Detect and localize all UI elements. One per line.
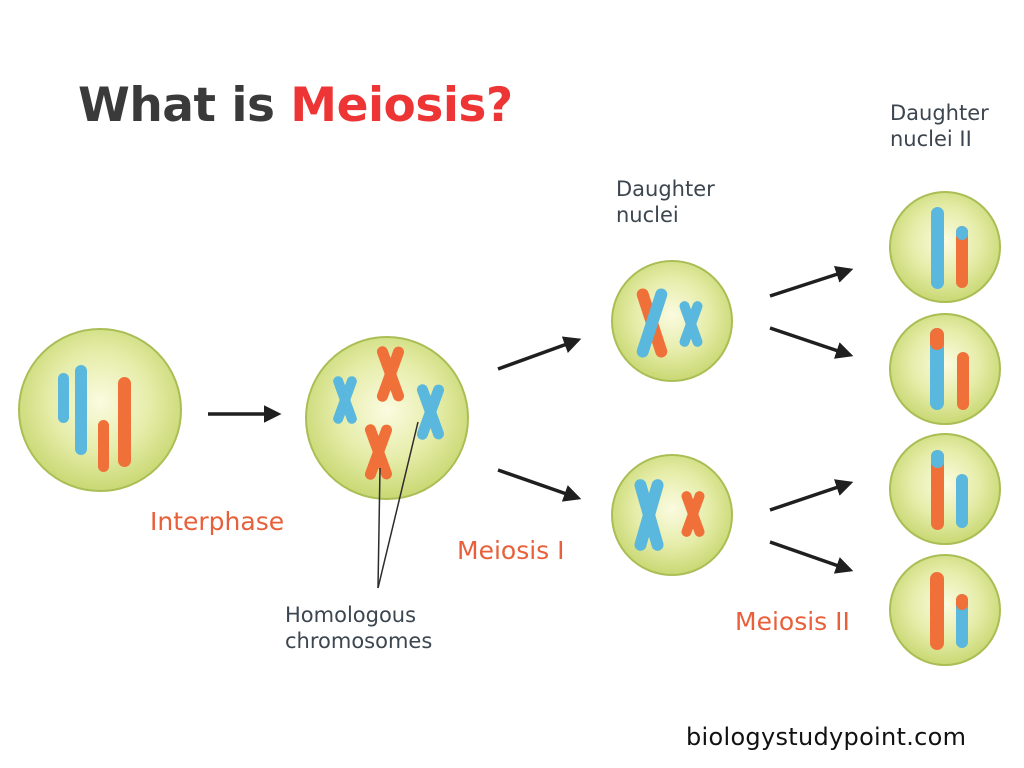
chromosome-orange (118, 377, 131, 467)
label-line: chromosomes (285, 628, 432, 654)
label-line: Homologous (285, 602, 432, 628)
arrow-down-right (770, 542, 850, 570)
arrow-down-right (770, 328, 850, 355)
cell-daughter-ii-1 (890, 192, 1000, 302)
label-meiosis-1: Meiosis I (457, 535, 565, 566)
chromosome-blue (75, 365, 87, 455)
label-line: nuclei (616, 202, 715, 228)
label-daughter-nuclei: Daughter nuclei (616, 176, 715, 229)
website-watermark: biologystudypoint.com (686, 722, 966, 752)
label-interphase: Interphase (150, 506, 284, 537)
cell-interphase (19, 329, 181, 491)
cell-daughter-bottom (612, 455, 732, 575)
label-line: Daughter (616, 176, 715, 202)
cell-daughter-ii-4 (890, 555, 1000, 665)
arrow-down-right (498, 470, 578, 498)
arrow-up-right (770, 270, 850, 296)
label-meiosis-2: Meiosis II (735, 606, 850, 637)
cell-daughter-top (612, 261, 732, 381)
cell-daughter-ii-2 (890, 314, 1000, 424)
label-line: nuclei II (890, 126, 989, 152)
cell-homologous (306, 337, 468, 499)
arrow-up-right (498, 340, 578, 369)
label-line: Daughter (890, 100, 989, 126)
arrow-up-right (770, 483, 850, 510)
chromosome-blue (58, 373, 69, 423)
chromosome-orange (98, 420, 109, 472)
label-homologous-chromosomes: Homologous chromosomes (285, 602, 432, 655)
cell-daughter-ii-3 (890, 434, 1000, 544)
label-daughter-nuclei-ii: Daughter nuclei II (890, 100, 989, 153)
